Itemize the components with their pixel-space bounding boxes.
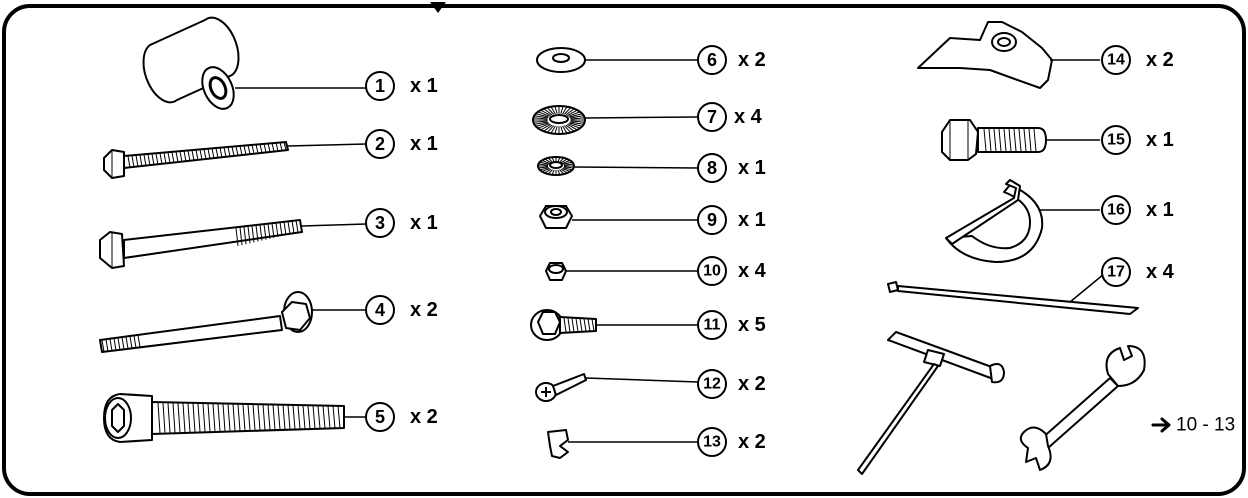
part-quantity: x 2 <box>738 373 766 395</box>
part-quantity: x 4 <box>738 260 767 282</box>
part-quantity: x 1 <box>738 209 766 231</box>
part-quantity: x 2 <box>1146 49 1174 71</box>
part-quantity: x 1 <box>410 75 438 97</box>
part-number: 16 <box>1107 202 1125 219</box>
part-number: 2 <box>375 134 385 154</box>
part-quantity: x 1 <box>1146 199 1174 221</box>
part-number: 6 <box>707 50 717 70</box>
part-number: 7 <box>707 107 717 127</box>
part-quantity: x 2 <box>410 406 438 428</box>
part-number: 1 <box>375 76 385 96</box>
part-number: 11 <box>704 317 721 334</box>
part-quantity: x 2 <box>410 299 438 321</box>
part-quantity: x 1 <box>410 212 438 234</box>
tools-reference-text: 10 - 13 <box>1176 415 1235 436</box>
part-quantity: x 2 <box>738 431 766 453</box>
part-number: 17 <box>1107 264 1125 281</box>
part-number: 12 <box>703 376 721 393</box>
part-number: 14 <box>1107 52 1125 69</box>
part-quantity: x 4 <box>1146 261 1175 283</box>
part-quantity: x 1 <box>410 133 438 155</box>
part-number: 15 <box>1107 132 1125 149</box>
part-number: 8 <box>707 158 717 178</box>
part-quantity: x 2 <box>738 49 766 71</box>
part-number: 4 <box>375 300 385 320</box>
part-quantity: x 5 <box>738 314 766 336</box>
part-number: 13 <box>703 434 721 451</box>
part-quantity: x 1 <box>1146 129 1174 151</box>
part-number: 5 <box>375 407 385 427</box>
part-number: 3 <box>375 213 385 233</box>
part-quantity: x 1 <box>738 157 766 179</box>
part-number: 10 <box>703 263 721 280</box>
part-quantity: x 4 <box>734 106 763 128</box>
part-number: 9 <box>707 210 717 230</box>
